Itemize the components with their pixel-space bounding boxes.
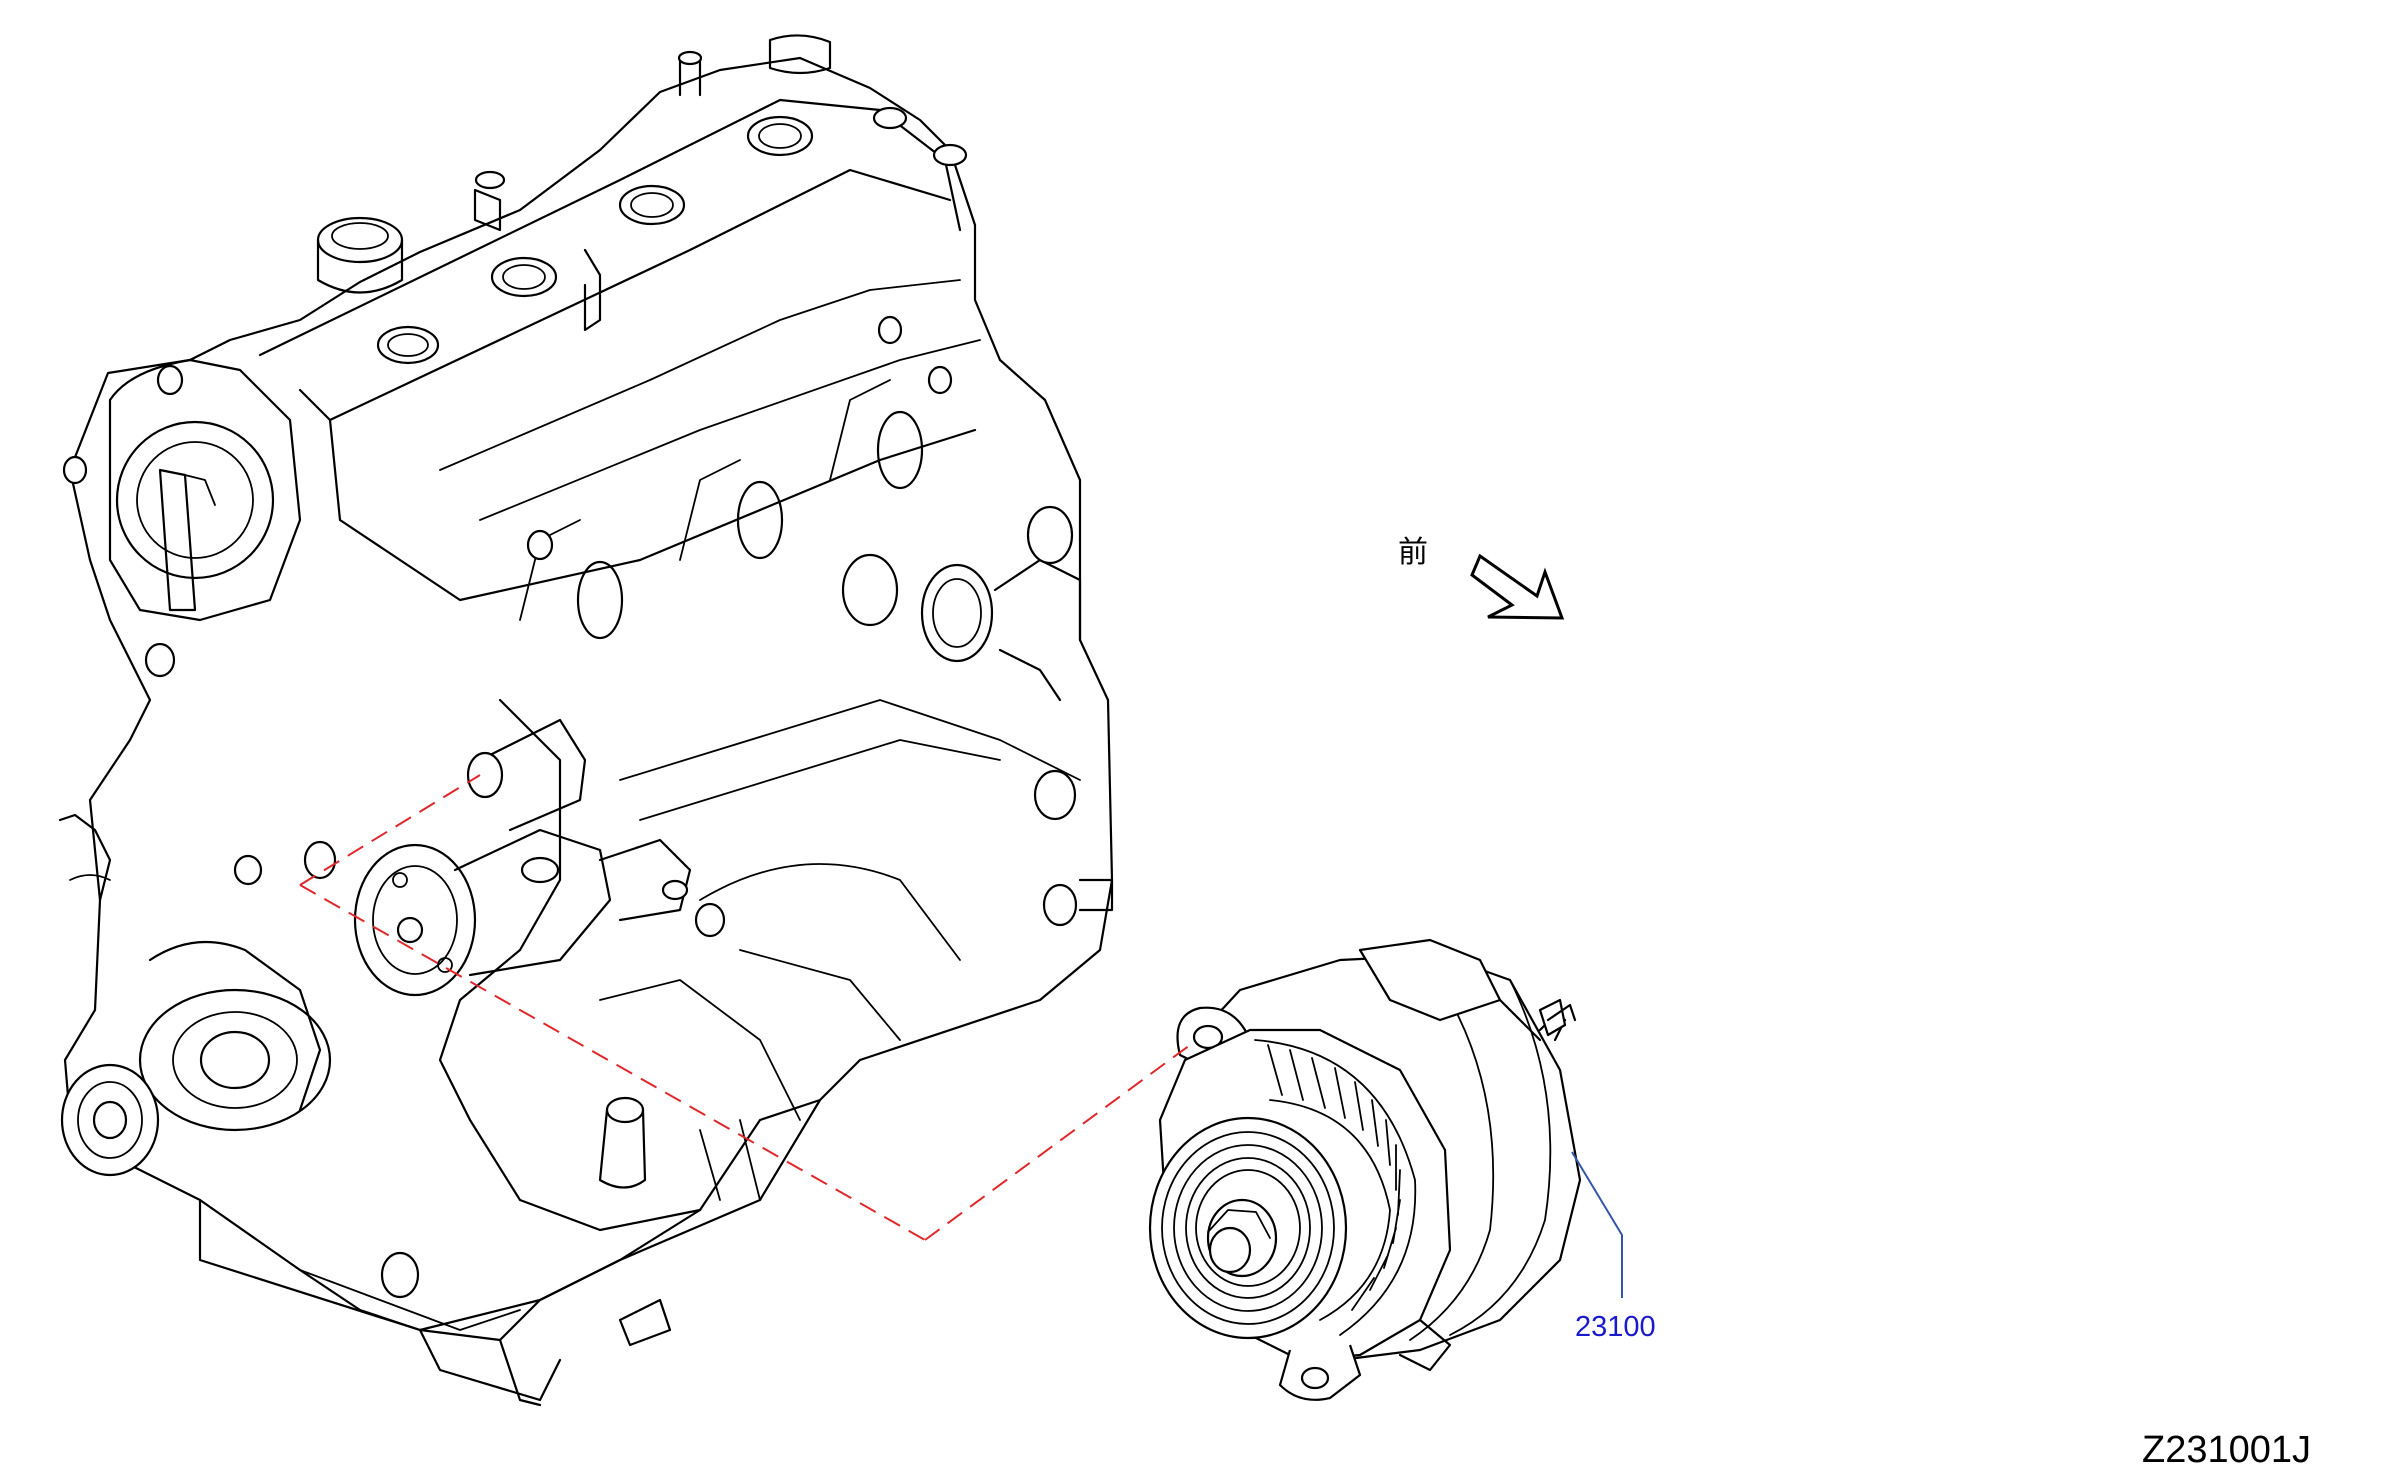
front-direction-label: 前 bbox=[1398, 535, 1428, 570]
front-direction-arrow-icon bbox=[1470, 553, 1565, 620]
engine-assembly bbox=[58, 34, 1114, 1407]
thermostat-housing bbox=[841, 505, 1082, 702]
alternator-cooling-fins bbox=[1254, 1039, 1417, 1336]
oil-filler-cap bbox=[316, 216, 404, 294]
crankshaft-pulley bbox=[138, 940, 332, 1132]
timing-cover bbox=[108, 358, 302, 622]
part-leader-line bbox=[1571, 1151, 1623, 1298]
alternator-pulley bbox=[1148, 1116, 1348, 1340]
diagram-code: Z231001J bbox=[2142, 1429, 2311, 1471]
mounting-reference-lines bbox=[299, 774, 1191, 1241]
alternator[interactable] bbox=[1148, 938, 1582, 1401]
idler-pulley bbox=[60, 1063, 160, 1177]
part-number-label[interactable]: 23100 bbox=[1575, 1311, 1656, 1343]
oil-pan bbox=[198, 1098, 822, 1407]
